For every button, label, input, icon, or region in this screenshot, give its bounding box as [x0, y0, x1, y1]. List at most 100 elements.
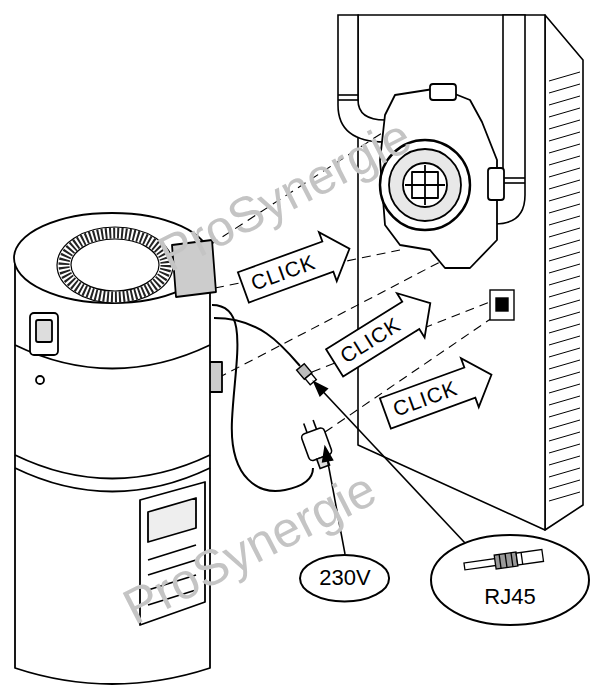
brick-hatch: [549, 132, 580, 141]
brick-hatch: [549, 324, 580, 333]
brick-hatch: [549, 228, 580, 237]
brick-hatch: [549, 312, 580, 321]
leader-arrow: [323, 447, 333, 462]
wall: [358, 15, 545, 530]
brick-hatch: [549, 384, 580, 393]
block-arrow-outline: [320, 281, 443, 385]
brick-hatch: [549, 372, 580, 381]
data-socket: [490, 290, 514, 320]
brick-hatch: [549, 192, 580, 201]
pipe: [338, 99, 358, 101]
rj45-plug-detail: [499, 554, 501, 568]
vacuum-unit: [14, 213, 222, 684]
callout-text: 230V: [319, 565, 370, 590]
wall-inlet: [380, 84, 504, 268]
brick-hatch: [549, 468, 580, 477]
brick-hatch: [549, 348, 580, 357]
vacuum-unit: [148, 498, 196, 542]
power-plug: [313, 420, 316, 429]
vacuum-unit: [30, 313, 58, 355]
brick-hatch: [549, 240, 580, 249]
brick-hatch: [549, 180, 580, 189]
power-plug: [297, 418, 336, 471]
click-arrow: CLICK: [319, 280, 445, 387]
ellipse-outline: [430, 534, 590, 626]
wall-inlet: [389, 149, 461, 221]
watermark: ProSynergie: [114, 460, 385, 637]
brick-hatch: [549, 204, 580, 213]
wall: [545, 15, 583, 530]
brick-hatch: [549, 72, 580, 501]
vacuum-unit: [148, 560, 196, 575]
vacuum-unit: [15, 455, 210, 479]
wall-inlet: [488, 168, 504, 200]
brick-hatch: [549, 120, 580, 129]
brick-hatch: [549, 252, 580, 261]
cable: [214, 318, 300, 366]
wall-inlet: [403, 163, 447, 207]
callout-ellipse: [300, 555, 389, 601]
wall: [358, 15, 583, 530]
brick-hatch: [549, 72, 580, 81]
block-arrow-outline: [234, 224, 358, 312]
wall-inlet: [380, 140, 470, 230]
brick-hatch: [549, 264, 580, 273]
power-plug: [301, 427, 333, 462]
cable: [212, 305, 313, 491]
vacuum-unit: [148, 575, 196, 590]
wall-inlet: [380, 88, 497, 268]
brick-hatch: [549, 420, 580, 429]
brick-hatch: [549, 288, 580, 297]
brick-hatch: [549, 156, 580, 165]
power-plug: [304, 423, 307, 432]
brick-hatch: [549, 360, 580, 369]
callout-text: RJ45: [484, 584, 535, 609]
vacuum-unit: [148, 590, 196, 605]
block-arrow-outline: [376, 350, 500, 438]
vacuum-unit: [36, 376, 44, 384]
brick-hatch: [549, 276, 580, 285]
pipe: [503, 182, 525, 184]
brick-hatch: [549, 336, 580, 345]
voltage-callout: 230V: [299, 554, 390, 602]
vacuum-unit: [71, 239, 159, 291]
brick-hatch: [549, 444, 580, 453]
vacuum-unit: [15, 258, 210, 684]
rj45-plug-detail: [464, 558, 497, 569]
cable: [212, 305, 313, 491]
brick-hatch: [549, 300, 580, 309]
brick-hatch: [549, 144, 580, 153]
click-arrow: CLICK: [233, 223, 359, 313]
vacuum-unit: [57, 227, 173, 303]
leader-arrow: [328, 461, 345, 554]
wall-inlet: [424, 165, 426, 205]
brick-hatch: [549, 84, 580, 93]
text-block: 230V: [319, 565, 370, 590]
pipe: [503, 177, 525, 179]
data-socket: [490, 290, 514, 320]
brick-hatch: [549, 108, 580, 117]
brick-hatch: [549, 168, 580, 177]
vacuum-unit: [64, 233, 166, 297]
rj45-plug-detail: [494, 552, 518, 569]
rj45-plug-detail: [511, 553, 513, 567]
rj45-plug-detail: [463, 548, 543, 573]
brick-hatch: [549, 432, 580, 441]
brick-hatch: [549, 216, 580, 225]
vacuum-unit: [172, 240, 216, 297]
rj45-plug-detail: [521, 552, 523, 564]
vacuum-unit: [36, 320, 52, 342]
brick-hatch: [549, 96, 580, 105]
brick-hatch: [549, 480, 580, 489]
rj45-plug-detail: [505, 554, 507, 568]
rj45-plug-detail: [516, 549, 543, 565]
wall-inlet: [430, 84, 456, 100]
brick-hatch: [549, 456, 580, 465]
data-socket: [496, 298, 508, 311]
vacuum-unit: [140, 482, 205, 625]
leader-arrow: [314, 382, 327, 396]
brick-hatch: [549, 408, 580, 417]
connector-callout: RJ45: [430, 534, 590, 626]
pipe: [338, 94, 358, 96]
